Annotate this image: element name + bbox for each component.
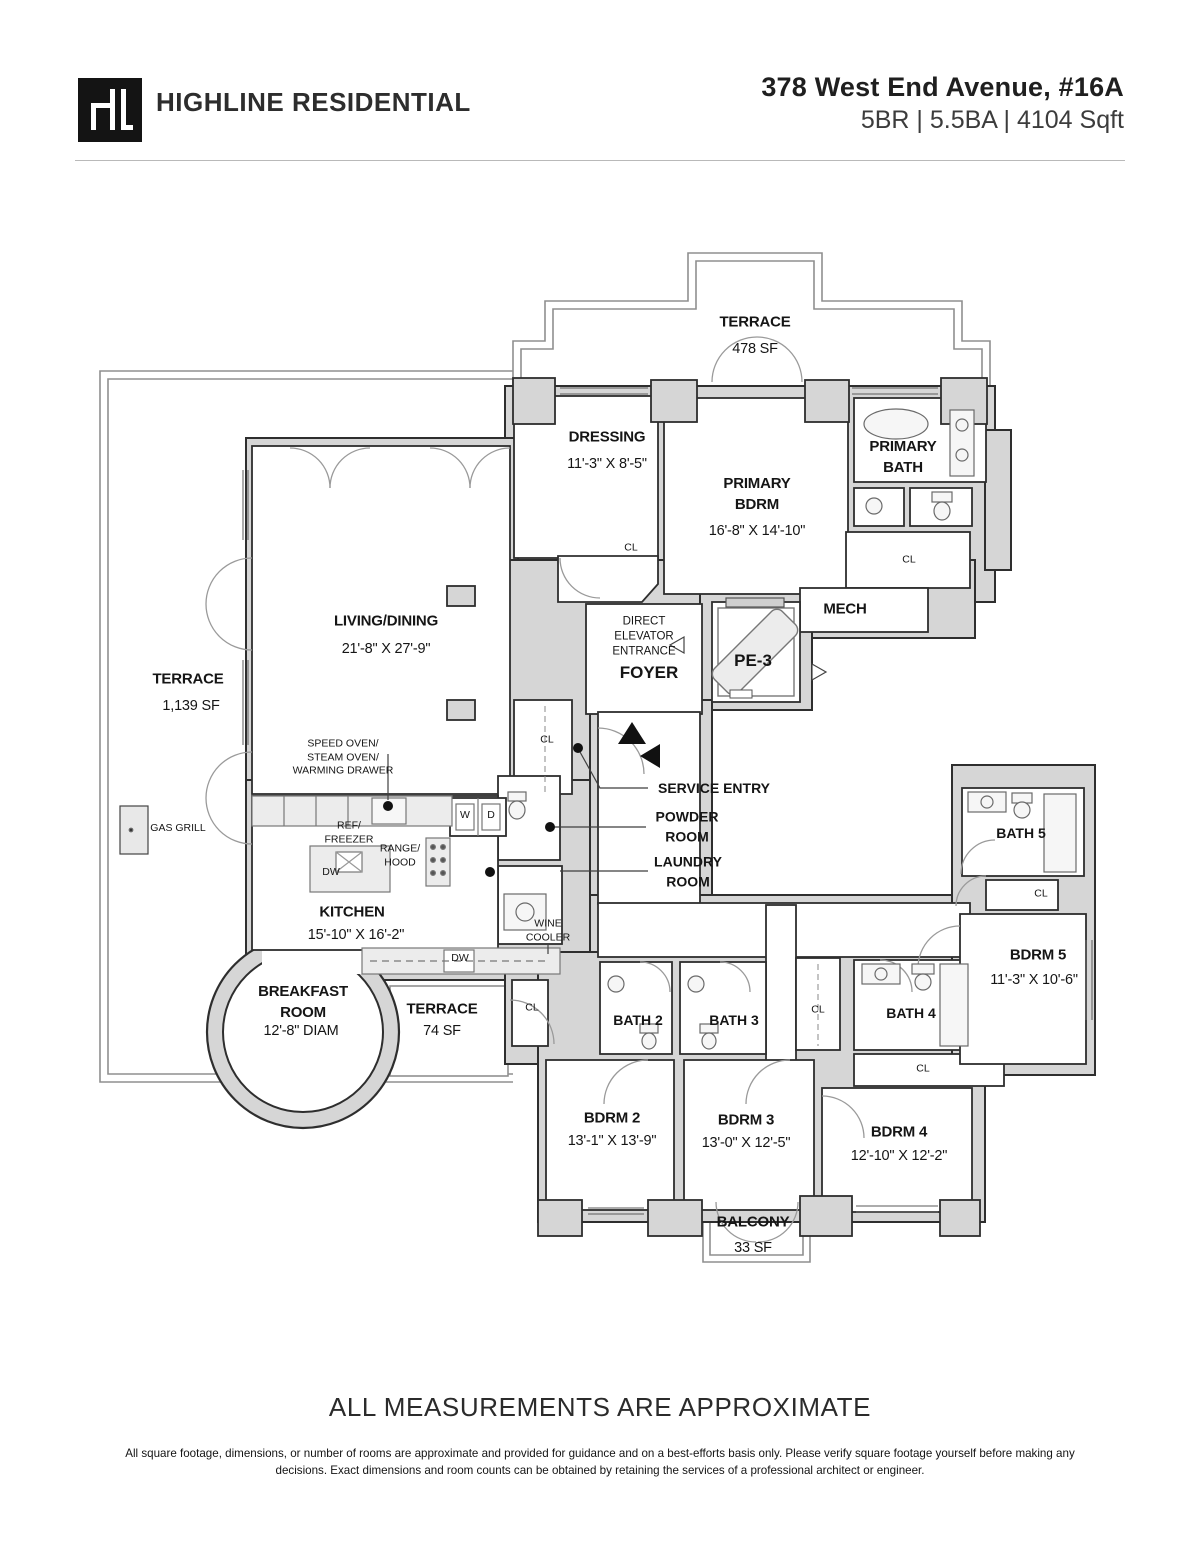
windows: [242, 387, 1093, 1215]
label-cl-hall: CL: [811, 1003, 825, 1016]
label-living: LIVING/DINING: [333, 612, 439, 630]
highline-logo-icon: [78, 78, 142, 142]
label-bdrm4-dims: 12'-10" X 12'-2": [850, 1147, 948, 1164]
listing-header: 378 West End Avenue, #16A 5BR | 5.5BA | …: [761, 72, 1124, 135]
label-range-hood: RANGE/ HOOD: [379, 842, 421, 868]
label-service-entry: SERVICE ENTRY: [657, 780, 771, 797]
label-cl-bdrm2: CL: [525, 1001, 539, 1014]
label-terrace-small-size: 74 SF: [423, 1022, 461, 1039]
listing-address: 378 West End Avenue, #16A: [761, 72, 1124, 102]
label-speed-oven: SPEED OVEN/ STEAM OVEN/ WARMING DRAWER: [292, 737, 394, 777]
label-terrace-left-size: 1,139 SF: [162, 697, 220, 714]
header: HIGHLINE RESIDENTIAL 378 West End Avenue…: [0, 0, 1200, 161]
label-dw-island: DW: [322, 866, 340, 879]
label-direct-elevator: DIRECT ELEVATOR ENTRANCE: [612, 615, 676, 658]
door-dots: [383, 743, 583, 877]
label-cl-bdrm5: CL: [1034, 887, 1048, 900]
header-divider: [75, 160, 1125, 161]
label-terrace-small: TERRACE: [406, 1000, 478, 1018]
label-bdrm2: BDRM 2: [583, 1109, 641, 1127]
columns: [446, 377, 988, 1237]
label-kitchen: KITCHEN: [319, 903, 385, 921]
label-laundry-room: LAUNDRY ROOM: [654, 853, 722, 889]
label-living-dims: 21'-8" X 27'-9": [341, 640, 431, 657]
bath-fixtures: [119, 408, 1077, 1050]
label-dressing: DRESSING: [568, 428, 646, 446]
label-breakfast-dims: 12'-8" DIAM: [263, 1022, 339, 1039]
label-foyer: FOYER: [619, 663, 679, 683]
leader-lines: [387, 751, 648, 954]
label-dressing-dims: 11'-3" X 8'-5": [567, 455, 647, 472]
hl-monogram-icon: [91, 89, 133, 130]
label-balcony: BALCONY: [716, 1213, 790, 1231]
label-primary-bdrm-dims: 16'-8" X 14'-10": [708, 522, 806, 539]
label-balcony-size: 33 SF: [734, 1239, 772, 1256]
label-kitchen-dims: 15'-10" X 16'-2": [307, 926, 405, 943]
label-pe3: PE-3: [734, 651, 772, 671]
label-bath4: BATH 4: [886, 1005, 936, 1022]
label-bdrm2-dims: 13'-1" X 13'-9": [567, 1132, 657, 1149]
label-dw-2: DW: [451, 952, 469, 965]
label-bath3: BATH 3: [709, 1012, 759, 1029]
label-ref-freezer: REF/ FREEZER: [324, 819, 374, 845]
elevator-pe3: [711, 597, 799, 699]
label-bdrm3-dims: 13'-0" X 12'-5": [701, 1134, 791, 1151]
entry-arrows: [618, 635, 828, 768]
label-bdrm5-dims: 11'-3" X 10'-6": [990, 971, 1078, 988]
closet-centerlines: [544, 706, 819, 1046]
label-breakfast: BREAKFAST ROOM: [258, 983, 348, 1021]
label-washer: W: [460, 809, 470, 822]
label-bath2: BATH 2: [613, 1012, 663, 1029]
label-terrace-top: TERRACE: [719, 313, 791, 331]
label-bdrm4: BDRM 4: [870, 1123, 928, 1141]
label-dryer: D: [487, 809, 495, 822]
listing-specs: 5BR | 5.5BA | 4104 Sqft: [860, 106, 1124, 134]
label-powder-room: POWDER ROOM: [655, 808, 719, 844]
door-arcs: [205, 336, 996, 1243]
label-terrace-left: TERRACE: [152, 670, 224, 688]
label-bdrm5: BDRM 5: [1009, 946, 1067, 964]
disclaimer-text: All square footage, dimensions, or numbe…: [125, 1447, 1075, 1477]
label-wine-cooler: WINE COOLER: [525, 917, 571, 943]
label-gas-grill: GAS GRILL: [150, 822, 206, 835]
label-cl-bath4: CL: [916, 1062, 930, 1075]
label-bdrm3: BDRM 3: [717, 1111, 775, 1129]
label-bath5: BATH 5: [996, 825, 1046, 842]
label-mech: MECH: [823, 600, 867, 618]
measurements-note: ALL MEASUREMENTS ARE APPROXIMATE: [328, 1392, 872, 1422]
label-primary-bdrm: PRIMARY BDRM: [723, 475, 791, 513]
label-primary-bath: PRIMARY BATH: [869, 438, 937, 476]
brand-name: HIGHLINE RESIDENTIAL: [156, 87, 471, 117]
label-cl-foyer: CL: [540, 733, 554, 746]
label-cl-dressing: CL: [624, 541, 638, 554]
label-terrace-top-size: 478 SF: [732, 340, 778, 357]
label-cl-primary: CL: [902, 553, 916, 566]
